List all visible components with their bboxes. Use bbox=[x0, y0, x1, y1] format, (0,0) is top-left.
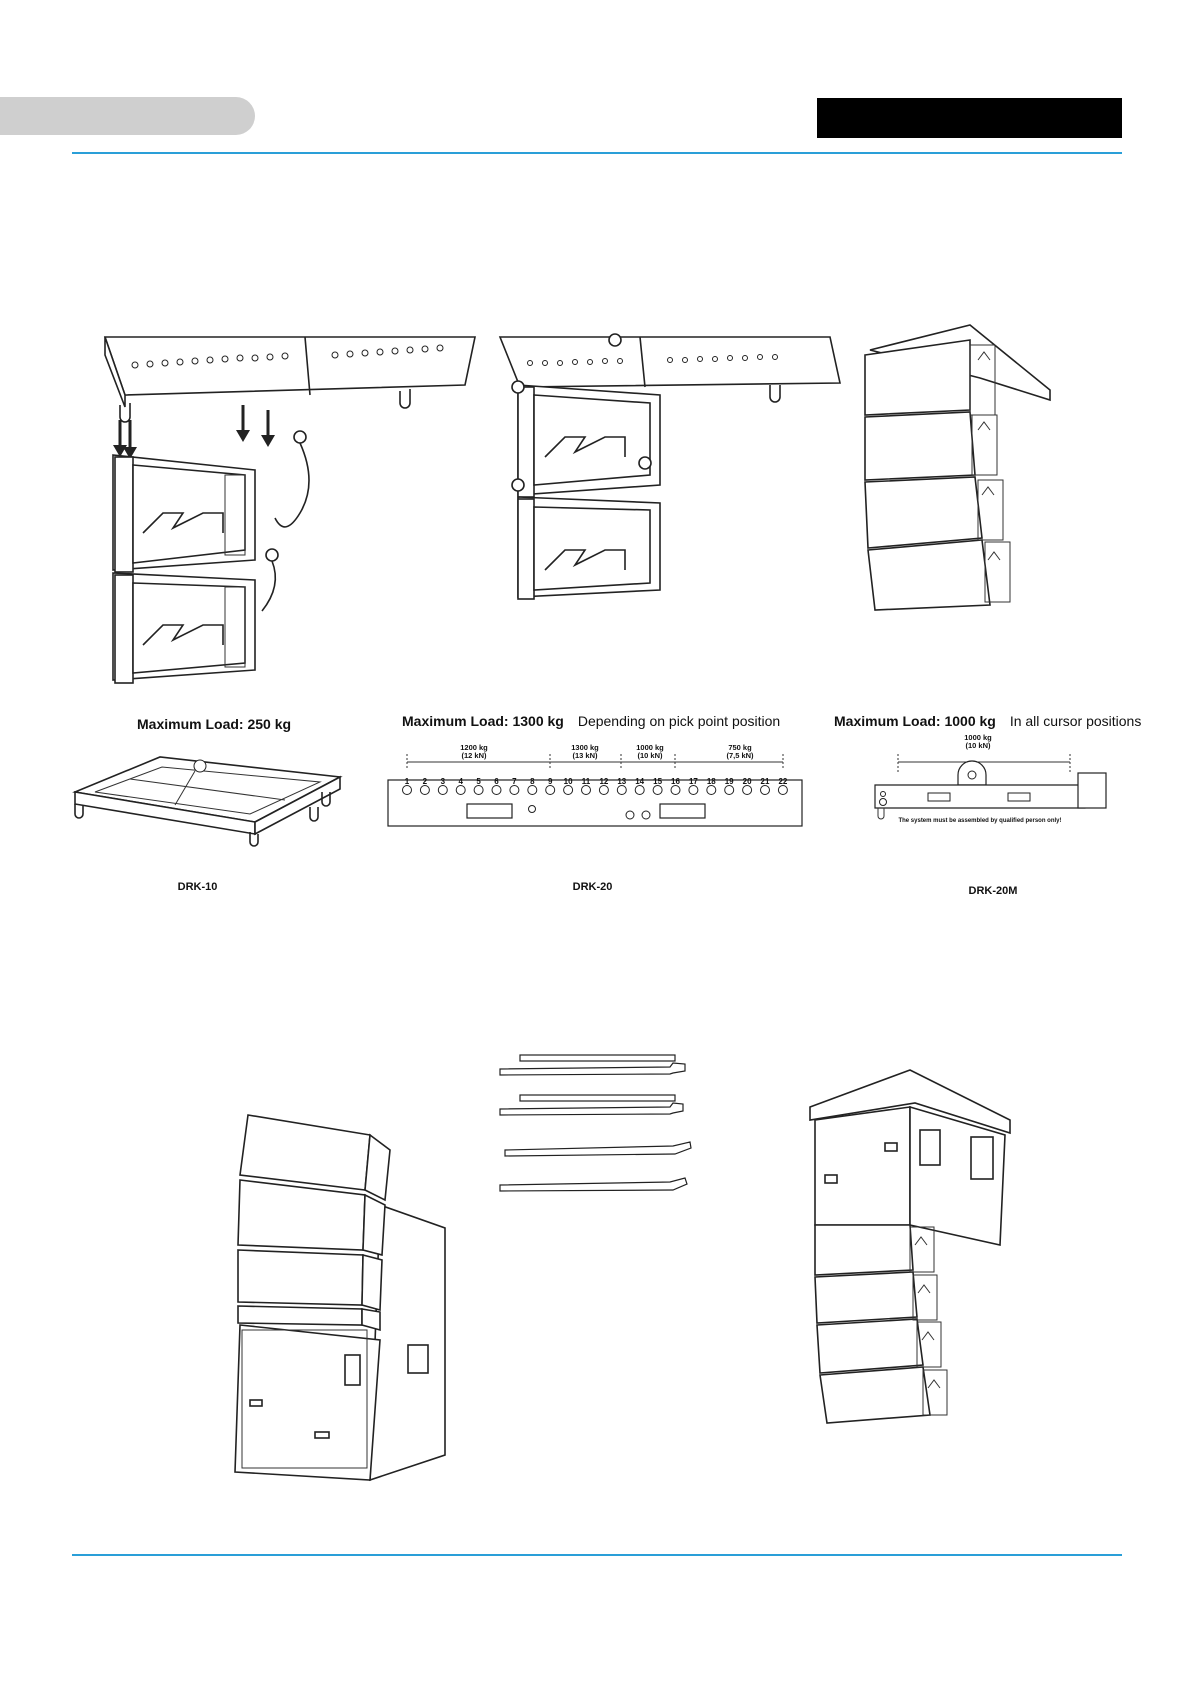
pick-point-label: 9 bbox=[547, 777, 553, 786]
drk20-range-1: 1200 kg (12 kN) bbox=[444, 744, 504, 760]
pick-point-label: 5 bbox=[476, 777, 481, 786]
pick-point-hole bbox=[545, 785, 556, 795]
pick-point-hole bbox=[670, 785, 681, 795]
range-1-kn: (12 kN) bbox=[461, 751, 487, 760]
range-2-kg: 1300 kg bbox=[571, 743, 599, 752]
drk20m-range-kn: (10 kN) bbox=[965, 741, 991, 750]
drk20m-max-load-row: Maximum Load: 1000 kg In all cursor posit… bbox=[834, 713, 1141, 729]
drk20m-bar-diagram bbox=[874, 754, 1107, 820]
pick-point-label: 7 bbox=[512, 777, 517, 786]
drk20m-warning: The system must be assembled by qualifie… bbox=[898, 818, 1062, 824]
drk10-caption: DRK-10 bbox=[177, 881, 218, 893]
drk20m-range: 1000 kg (10 kN) bbox=[948, 734, 1008, 750]
drk20-assembly-illustration bbox=[498, 333, 841, 600]
pick-point-hole bbox=[527, 785, 538, 795]
pick-point-hole bbox=[509, 785, 520, 795]
pick-point-label: 21 bbox=[760, 777, 770, 786]
pick-point-hole bbox=[760, 785, 770, 795]
pick-point-hole bbox=[473, 785, 484, 795]
range-2-kn: (13 kN) bbox=[572, 751, 598, 760]
pick-point-hole bbox=[491, 785, 502, 795]
range-3-kg: 1000 kg bbox=[636, 743, 664, 752]
drk20-load-note: Depending on pick point position bbox=[577, 713, 781, 729]
pick-point-label: 20 bbox=[742, 777, 752, 786]
pick-point-label: 12 bbox=[599, 777, 609, 786]
pick-point-hole bbox=[419, 785, 430, 795]
pick-point-hole bbox=[598, 785, 609, 795]
drk20m-max-load: Maximum Load: 1000 kg bbox=[834, 713, 996, 729]
top-rule bbox=[72, 152, 1122, 154]
pick-point-hole bbox=[437, 785, 448, 795]
pick-point-label: 10 bbox=[563, 777, 573, 786]
drk20m-range-kg: 1000 kg bbox=[964, 733, 992, 742]
pick-point-hole bbox=[634, 785, 645, 795]
drk20-max-load: Maximum Load: 1300 kg bbox=[402, 713, 564, 729]
header-title-box bbox=[817, 98, 1122, 138]
range-1-kg: 1200 kg bbox=[460, 743, 488, 752]
drk20-caption: DRK-20 bbox=[572, 881, 613, 893]
range-4-kg: 750 kg bbox=[728, 743, 752, 752]
pick-point-label: 15 bbox=[653, 777, 663, 786]
drk10-assembly-illustration bbox=[103, 336, 476, 684]
pick-point-label: 17 bbox=[688, 777, 698, 786]
ground-stack-illustration bbox=[234, 1114, 446, 1482]
flown-sub-array-illustration bbox=[809, 1069, 1011, 1424]
drk20-max-load-row: Maximum Load: 1300 kg Depending on pick p… bbox=[402, 713, 780, 729]
pick-point-hole bbox=[402, 785, 412, 795]
pick-point-label: 1 bbox=[404, 777, 410, 786]
pick-point-hole bbox=[742, 785, 753, 795]
pick-point-label: 13 bbox=[617, 777, 627, 786]
pick-point-label: 22 bbox=[778, 777, 788, 786]
bottom-rule bbox=[72, 1554, 1122, 1556]
drk10-max-load: Maximum Load: 250 kg bbox=[137, 716, 292, 732]
pick-point-label: 8 bbox=[530, 777, 535, 786]
pick-point-hole bbox=[777, 785, 788, 795]
drk20-range-4: 750 kg (7,5 kN) bbox=[710, 744, 770, 760]
pick-point-label: 19 bbox=[724, 777, 734, 786]
pick-point-label: 16 bbox=[671, 777, 680, 786]
drk20-range-2: 1300 kg (13 kN) bbox=[555, 744, 615, 760]
drk20m-array-illustration bbox=[864, 324, 1051, 611]
drk20-range-3: 1000 kg (10 kN) bbox=[620, 744, 680, 760]
pick-point-label: 4 bbox=[458, 777, 463, 786]
drk20-pick-point-diagram bbox=[387, 754, 803, 827]
pick-point-label: 2 bbox=[422, 777, 428, 786]
pick-point-hole bbox=[652, 785, 663, 795]
pick-point-hole bbox=[706, 785, 717, 795]
header-tab bbox=[0, 97, 255, 135]
drk20m-caption: DRK-20M bbox=[968, 885, 1018, 897]
drk10-frame-drawing bbox=[72, 756, 343, 847]
pick-point-hole bbox=[455, 785, 466, 795]
pick-point-label: 6 bbox=[494, 777, 499, 786]
pick-point-label: 14 bbox=[635, 777, 645, 786]
pick-point-hole bbox=[581, 785, 591, 795]
pick-point-hole bbox=[563, 785, 574, 795]
pick-point-label: 18 bbox=[706, 777, 716, 786]
range-3-kn: (10 kN) bbox=[637, 751, 663, 760]
pick-point-hole bbox=[688, 785, 699, 795]
drk20m-load-note: In all cursor positions bbox=[1009, 713, 1142, 729]
range-4-kn: (7,5 kN) bbox=[726, 751, 754, 760]
pick-point-hole bbox=[724, 785, 735, 795]
rigging-bars-illustration bbox=[499, 1054, 692, 1192]
pick-point-label: 3 bbox=[440, 777, 446, 786]
pick-point-hole bbox=[616, 785, 627, 795]
pick-point-label: 11 bbox=[581, 777, 591, 786]
